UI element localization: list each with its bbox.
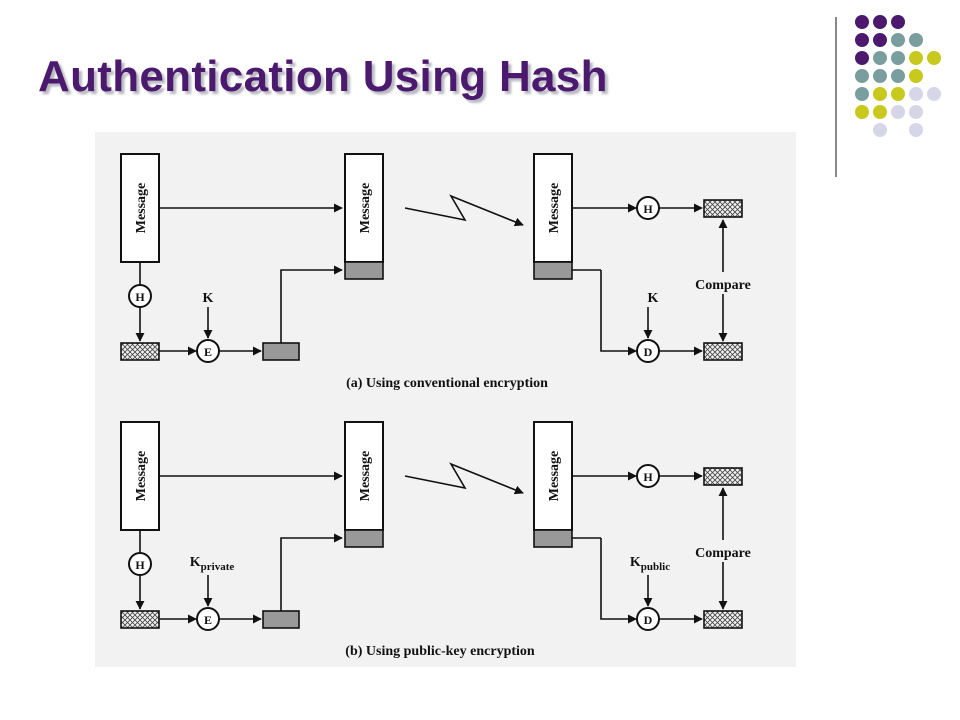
dot xyxy=(891,33,905,47)
dot xyxy=(891,51,905,65)
hash-label: H xyxy=(643,202,653,216)
hash-authentication-diagram: Message H E K Message Message xyxy=(95,132,796,667)
message-label: Message xyxy=(358,183,373,234)
message-label: Message xyxy=(134,183,149,234)
hash-code-box xyxy=(120,342,160,361)
transmitted-message-box xyxy=(344,153,384,263)
private-key-label: Kprivate xyxy=(190,555,235,573)
message-label: Message xyxy=(547,451,562,502)
dot xyxy=(855,105,869,119)
slide-title: Authentication Using Hash xyxy=(38,52,608,101)
dot xyxy=(927,87,941,101)
encrypted-hash-box xyxy=(262,610,300,629)
dot xyxy=(891,15,905,29)
dot xyxy=(891,105,905,119)
computed-hash-box xyxy=(703,199,743,218)
received-code-box xyxy=(533,529,573,548)
transmission-zigzag xyxy=(404,194,524,227)
dot xyxy=(855,87,869,101)
dot xyxy=(891,87,905,101)
dot xyxy=(891,69,905,83)
message-label: Message xyxy=(134,451,149,502)
encrypt-label: E xyxy=(204,345,212,359)
hash-code-box xyxy=(120,610,160,629)
message-label: Message xyxy=(358,451,373,502)
message-label: Message xyxy=(547,183,562,234)
decrypted-hash-box xyxy=(703,342,743,361)
dot xyxy=(855,33,869,47)
dot xyxy=(873,69,887,83)
dot xyxy=(855,51,869,65)
dot xyxy=(873,33,887,47)
hash-label: H xyxy=(135,558,145,572)
compare-label: Compare xyxy=(695,546,751,561)
transmitted-message-box xyxy=(344,421,384,531)
transmission-zigzag xyxy=(404,462,524,495)
dot xyxy=(909,105,923,119)
decrypt-label: D xyxy=(644,613,653,627)
dot xyxy=(855,69,869,83)
encrypt-label: E xyxy=(204,613,212,627)
dot xyxy=(873,123,887,137)
caption-b: (b) Using public-key encryption xyxy=(345,644,535,659)
dot xyxy=(873,15,887,29)
dot xyxy=(855,15,869,29)
diagram-part-a: Message H E K Message Message xyxy=(120,153,751,391)
encrypted-hash-box xyxy=(262,342,300,361)
dot xyxy=(909,51,923,65)
received-code-box xyxy=(533,261,573,280)
compare-label: Compare xyxy=(695,278,751,293)
public-key-label: Kpublic xyxy=(630,555,670,573)
dot xyxy=(873,105,887,119)
receiver-message-box xyxy=(533,421,573,531)
hash-label: H xyxy=(135,290,145,304)
key-label: K xyxy=(203,291,214,306)
dot xyxy=(873,51,887,65)
decrypted-hash-box xyxy=(703,610,743,629)
transmitted-code-box xyxy=(344,261,384,280)
dot xyxy=(909,123,923,137)
sender-message-box xyxy=(120,153,160,263)
dot xyxy=(927,51,941,65)
dot xyxy=(909,33,923,47)
receiver-message-box xyxy=(533,153,573,263)
dot xyxy=(909,69,923,83)
dot xyxy=(909,87,923,101)
diagram-part-b: Message H E Kprivate Message Message xyxy=(120,421,751,659)
hash-label: H xyxy=(643,470,653,484)
computed-hash-box xyxy=(703,467,743,486)
title-divider xyxy=(835,17,837,177)
key-label: K xyxy=(648,291,659,306)
decrypt-label: D xyxy=(644,345,653,359)
caption-a: (a) Using conventional encryption xyxy=(346,376,548,391)
transmitted-code-box xyxy=(344,529,384,548)
sender-message-box xyxy=(120,421,160,531)
dot xyxy=(873,87,887,101)
